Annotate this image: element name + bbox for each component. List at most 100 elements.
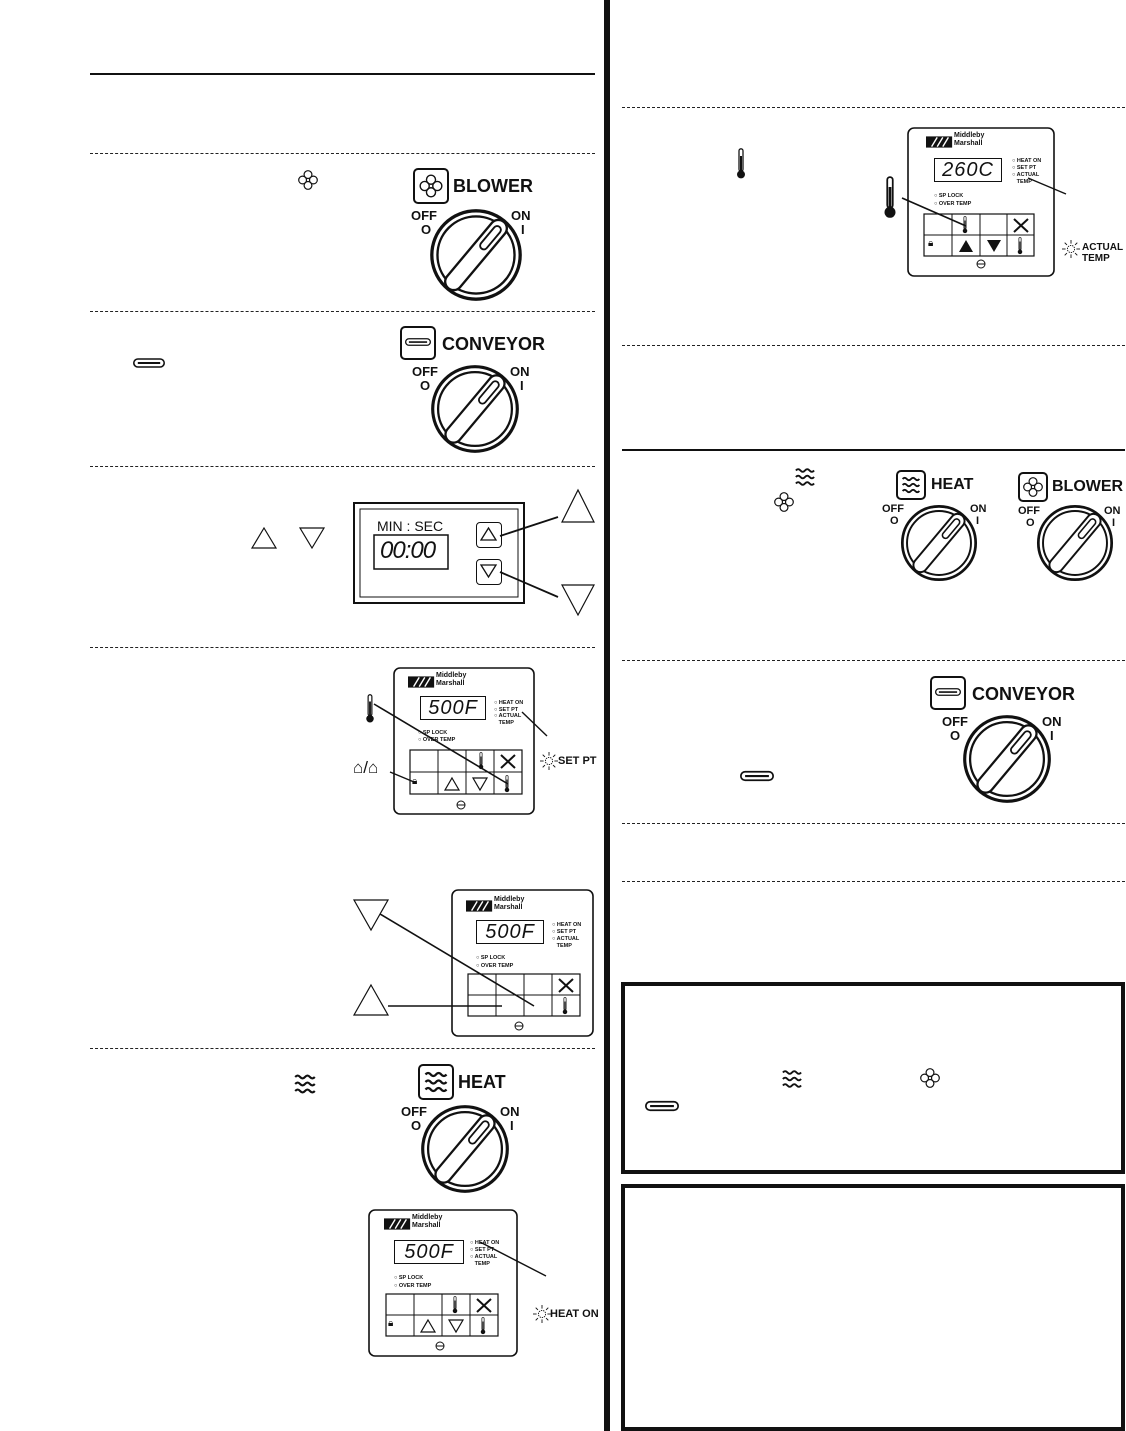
conveyor-label: CONVEYOR	[442, 334, 546, 354]
off-symbol: O	[1026, 517, 1035, 529]
blower-knob[interactable]	[1036, 504, 1114, 582]
down-arrow-icon[interactable]	[470, 775, 490, 793]
status-list: ○ SP LOCK ○ OVER TEMP	[476, 954, 513, 970]
heat-icon	[792, 464, 818, 490]
up-arrow-icon[interactable]	[418, 1317, 438, 1335]
up-arrow-icon[interactable]	[442, 775, 462, 793]
timer-down-button[interactable]	[476, 559, 502, 585]
sp-lock-indicator: ○ SP LOCK	[418, 730, 448, 736]
off-label: OFF	[942, 714, 968, 729]
step-divider	[622, 823, 1125, 824]
set-point-thermometer-icon[interactable]	[474, 1316, 494, 1336]
wrench-icon	[476, 1298, 492, 1313]
on-label: ON	[1042, 714, 1062, 729]
off-label: OFF	[411, 208, 437, 223]
up-arrow-icon	[250, 526, 278, 549]
on-label: ON	[970, 503, 987, 515]
conveyor-label: CONVEYOR	[972, 684, 1076, 704]
notice-box	[621, 982, 1125, 1174]
heat-knob[interactable]	[420, 1104, 510, 1194]
heat-icon	[418, 1064, 454, 1100]
off-symbol: O	[421, 222, 432, 237]
blower-icon	[918, 1066, 942, 1090]
conveyor-knob[interactable]	[962, 714, 1052, 804]
timer-display: 00:00	[380, 537, 436, 564]
sp-lock-indicator: ○ SP LOCK	[934, 193, 964, 199]
blower-switch[interactable]: BLOWER OFF O ON I	[1016, 470, 1126, 582]
temperature-display: 500F	[394, 1240, 464, 1264]
heat-on-indicator: ○ HEAT ON	[494, 700, 524, 706]
blower-knob[interactable]	[429, 208, 523, 302]
heat-knob[interactable]	[900, 504, 978, 582]
set-pt-indicator: ○ SET PT	[1012, 165, 1037, 171]
down-arrow-icon[interactable]	[984, 237, 1004, 255]
indicator-list: ○ HEAT ON ○ SET PT ○ ACTUAL TEMP	[470, 1240, 499, 1268]
heat-switch[interactable]: HEAT OFF O ON I	[878, 470, 1006, 582]
conveyor-icon	[645, 1100, 679, 1112]
on-symbol: I	[1050, 728, 1054, 743]
lock-button[interactable]: 🔒︎	[388, 1318, 394, 1329]
status-list: ○ SP LOCK ○ OVER TEMP	[418, 730, 455, 744]
heat-on-indicator: ○ HEAT ON	[1012, 158, 1042, 164]
middleby-logo	[408, 674, 436, 690]
blower-icon	[413, 168, 449, 204]
conveyor-switch[interactable]: CONVEYOR OFF O ON I	[928, 676, 1124, 816]
heat-on-callout: HEAT ON	[550, 1308, 599, 1320]
section-rule	[90, 73, 595, 75]
on-symbol: I	[1112, 517, 1116, 529]
actual-temp-indicator: ○ ACTUAL TEMP	[494, 713, 522, 726]
thermometer-icon	[362, 694, 378, 724]
status-list: ○ SP LOCK ○ OVER TEMP	[394, 1274, 431, 1290]
on-symbol: I	[976, 515, 980, 527]
step-divider	[90, 466, 595, 467]
lock-unlock-icon: ⌂/⌂	[353, 758, 379, 777]
step-divider	[90, 1048, 595, 1049]
off-symbol: O	[420, 378, 431, 393]
heat-icon	[779, 1066, 805, 1092]
temperature-display: 500F	[476, 920, 544, 944]
up-arrow-icon[interactable]	[956, 237, 976, 255]
off-label: OFF	[882, 503, 904, 515]
conveyor-icon	[133, 357, 165, 369]
conveyor-knob[interactable]	[430, 364, 520, 454]
step-divider	[622, 881, 1125, 882]
set-pt-indicator: ○ SET PT	[494, 706, 519, 713]
set-point-thermometer-icon[interactable]	[498, 774, 518, 794]
timer-up-button[interactable]	[476, 522, 502, 548]
lock-button[interactable]: 🔒︎	[412, 776, 418, 787]
set-point-thermometer-icon[interactable]	[1011, 236, 1031, 256]
heat-on-indicator: ○ HEAT ON	[552, 922, 582, 928]
set-pt-callout: SET PT	[558, 755, 597, 767]
conveyor-icon	[930, 676, 966, 710]
heat-switch[interactable]: HEAT OFF O ON I	[398, 1064, 598, 1204]
lock-button[interactable]: 🔒︎	[928, 238, 934, 249]
heat-icon	[896, 470, 926, 500]
on-symbol: I	[520, 378, 524, 393]
set-point-thermometer-icon[interactable]	[556, 996, 576, 1016]
set-pt-indicator: ○ SET PT	[470, 1247, 495, 1253]
down-arrow-icon	[479, 564, 498, 579]
step-divider	[622, 660, 1125, 661]
blower-icon	[772, 490, 796, 514]
down-arrow-icon[interactable]	[446, 1317, 466, 1335]
blower-switch[interactable]: BLOWER OFF O ON I	[405, 166, 595, 306]
thermometer-icon[interactable]	[956, 216, 974, 234]
actual-temp-indicator: ○ ACTUAL TEMP	[470, 1254, 498, 1267]
wrench-icon	[558, 978, 574, 993]
temperature-display: 500F	[420, 696, 486, 720]
off-symbol: O	[411, 1118, 422, 1133]
on-label: ON	[511, 208, 531, 223]
heat-on-indicator: ○ HEAT ON	[470, 1240, 500, 1246]
over-temp-indicator: ○ OVER TEMP	[934, 201, 972, 207]
thermometer-icon	[882, 176, 898, 220]
sp-lock-indicator: ○ SP LOCK	[476, 955, 506, 961]
thermometer-icon	[734, 148, 748, 180]
heat-icon	[291, 1070, 319, 1098]
over-temp-indicator: ○ OVER TEMP	[476, 963, 514, 969]
blower-icon	[296, 168, 320, 192]
step-divider	[90, 153, 595, 154]
heat-label: HEAT	[931, 476, 974, 493]
conveyor-switch[interactable]: CONVEYOR OFF O ON I	[398, 326, 598, 466]
